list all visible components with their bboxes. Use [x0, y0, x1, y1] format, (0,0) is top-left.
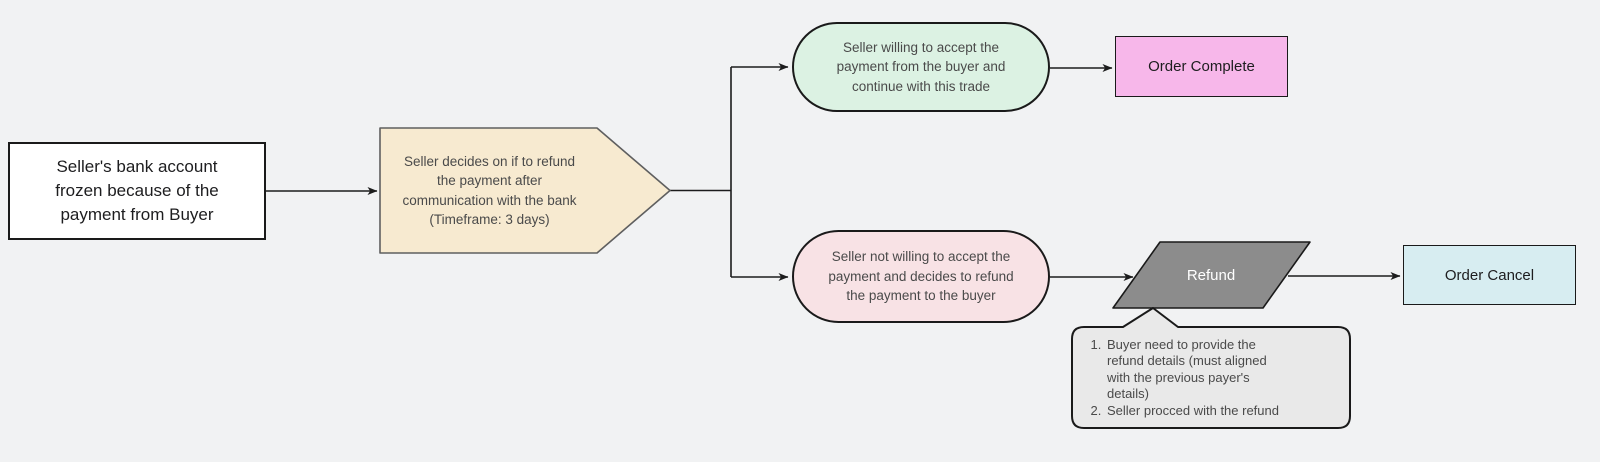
node-order-cancel[interactable]: Order Cancel — [1403, 245, 1576, 305]
node-refuse[interactable]: Seller not willing to accept the payment… — [792, 230, 1050, 323]
node-refund[interactable]: Refund — [1136, 242, 1286, 308]
node-refund-label: Refund — [1186, 266, 1236, 284]
node-note[interactable]: Buyer need to provide the refund details… — [1072, 327, 1350, 428]
node-accept[interactable]: Seller willing to accept the payment fro… — [792, 22, 1050, 112]
node-decision-shape[interactable] — [379, 127, 671, 254]
node-note-shape[interactable] — [1071, 307, 1351, 429]
node-order-complete-label: Order Complete — [1148, 58, 1255, 75]
node-order-complete[interactable]: Order Complete — [1115, 36, 1288, 97]
node-start[interactable]: Seller's bank account frozen because of … — [8, 142, 266, 240]
node-accept-label: Seller willing to accept the payment fro… — [836, 39, 1006, 94]
node-start-label: Seller's bank account frozen because of … — [55, 156, 219, 225]
node-order-cancel-label: Order Cancel — [1444, 266, 1535, 284]
node-refund-shape[interactable] — [1112, 241, 1311, 309]
note-item: Buyer need to provide the refund details… — [1105, 337, 1279, 403]
note-list: Buyer need to provide the refund details… — [1078, 337, 1279, 419]
node-decision[interactable]: Seller decides on if to refund the payme… — [372, 128, 607, 253]
node-refuse-label: Seller not willing to accept the payment… — [828, 249, 1014, 304]
note-item: Seller procced with the refund — [1105, 403, 1279, 419]
node-decision-label: Seller decides on if to refund the payme… — [402, 154, 577, 227]
